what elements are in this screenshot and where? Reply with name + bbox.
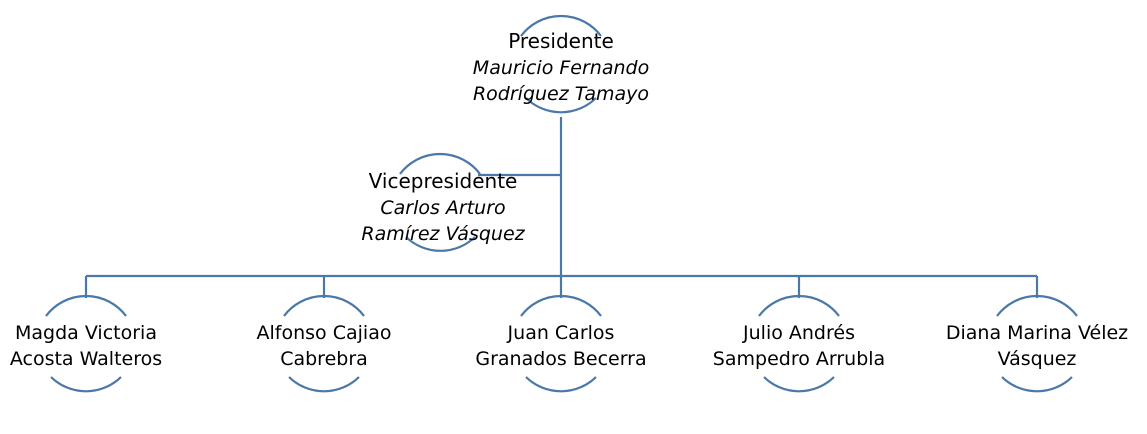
member-1-name-line-1: Magda Victoria	[15, 322, 157, 344]
president-node-bottom-arc	[525, 97, 597, 114]
member-node-1-bottom-arc	[50, 376, 122, 393]
member-node-3-bottom-arc	[525, 376, 597, 393]
member-node-4: Julio Andrés Sampedro Arrubla	[694, 320, 904, 372]
president-name-line-1: Mauricio Fernando	[472, 57, 650, 79]
member-2-name-line-2: Cabrebra	[280, 348, 368, 370]
member-5-name-line-2: Vásquez	[997, 348, 1077, 370]
member-3-name-line-1: Juan Carlos	[507, 322, 615, 344]
member-4-name-line-2: Sampedro Arrubla	[712, 348, 886, 370]
president-title: Presidente	[508, 29, 614, 53]
president-node: Presidente Mauricio Fernando Rodríguez T…	[441, 28, 681, 107]
member-1-name-line-2: Acosta Walteros	[9, 348, 163, 370]
member-node-1-top-arc	[45, 294, 127, 317]
vice-president-node-top-arc	[399, 152, 481, 175]
vice-president-node: Vicepresidente Carlos Arturo Ramírez Vás…	[323, 168, 563, 247]
member-node-3-top-arc	[520, 294, 602, 317]
member-3-name-line-2: Granados Becerra	[475, 348, 647, 370]
member-5-name-line-1: Diana Marina Vélez	[945, 322, 1129, 344]
member-node-5-top-arc	[996, 294, 1078, 317]
vice-president-title: Vicepresidente	[368, 169, 518, 193]
member-node-1: Magda Victoria Acosta Walteros	[0, 320, 172, 372]
member-2-name-line-1: Alfonso Cajiao	[256, 322, 392, 344]
member-node-2-top-arc	[283, 294, 365, 317]
vice-president-name-line-2: Ramírez Vásquez	[361, 223, 525, 245]
member-node-2-bottom-arc	[288, 376, 360, 393]
member-node-5-bottom-arc	[1001, 376, 1073, 393]
member-node-2: Alfonso Cajiao Cabrebra	[234, 320, 414, 372]
president-name-line-2: Rodríguez Tamayo	[472, 83, 650, 105]
vice-president-name-line-1: Carlos Arturo	[380, 197, 506, 219]
member-node-3: Juan Carlos Granados Becerra	[456, 320, 666, 372]
member-4-name-line-1: Julio Andrés	[743, 322, 855, 344]
president-node-top-arc	[520, 14, 602, 37]
member-node-4-bottom-arc	[763, 376, 835, 393]
member-node-4-top-arc	[758, 294, 840, 317]
member-node-5: Diana Marina Vélez Vásquez	[932, 320, 1142, 372]
vice-president-node-bottom-arc	[405, 236, 476, 252]
